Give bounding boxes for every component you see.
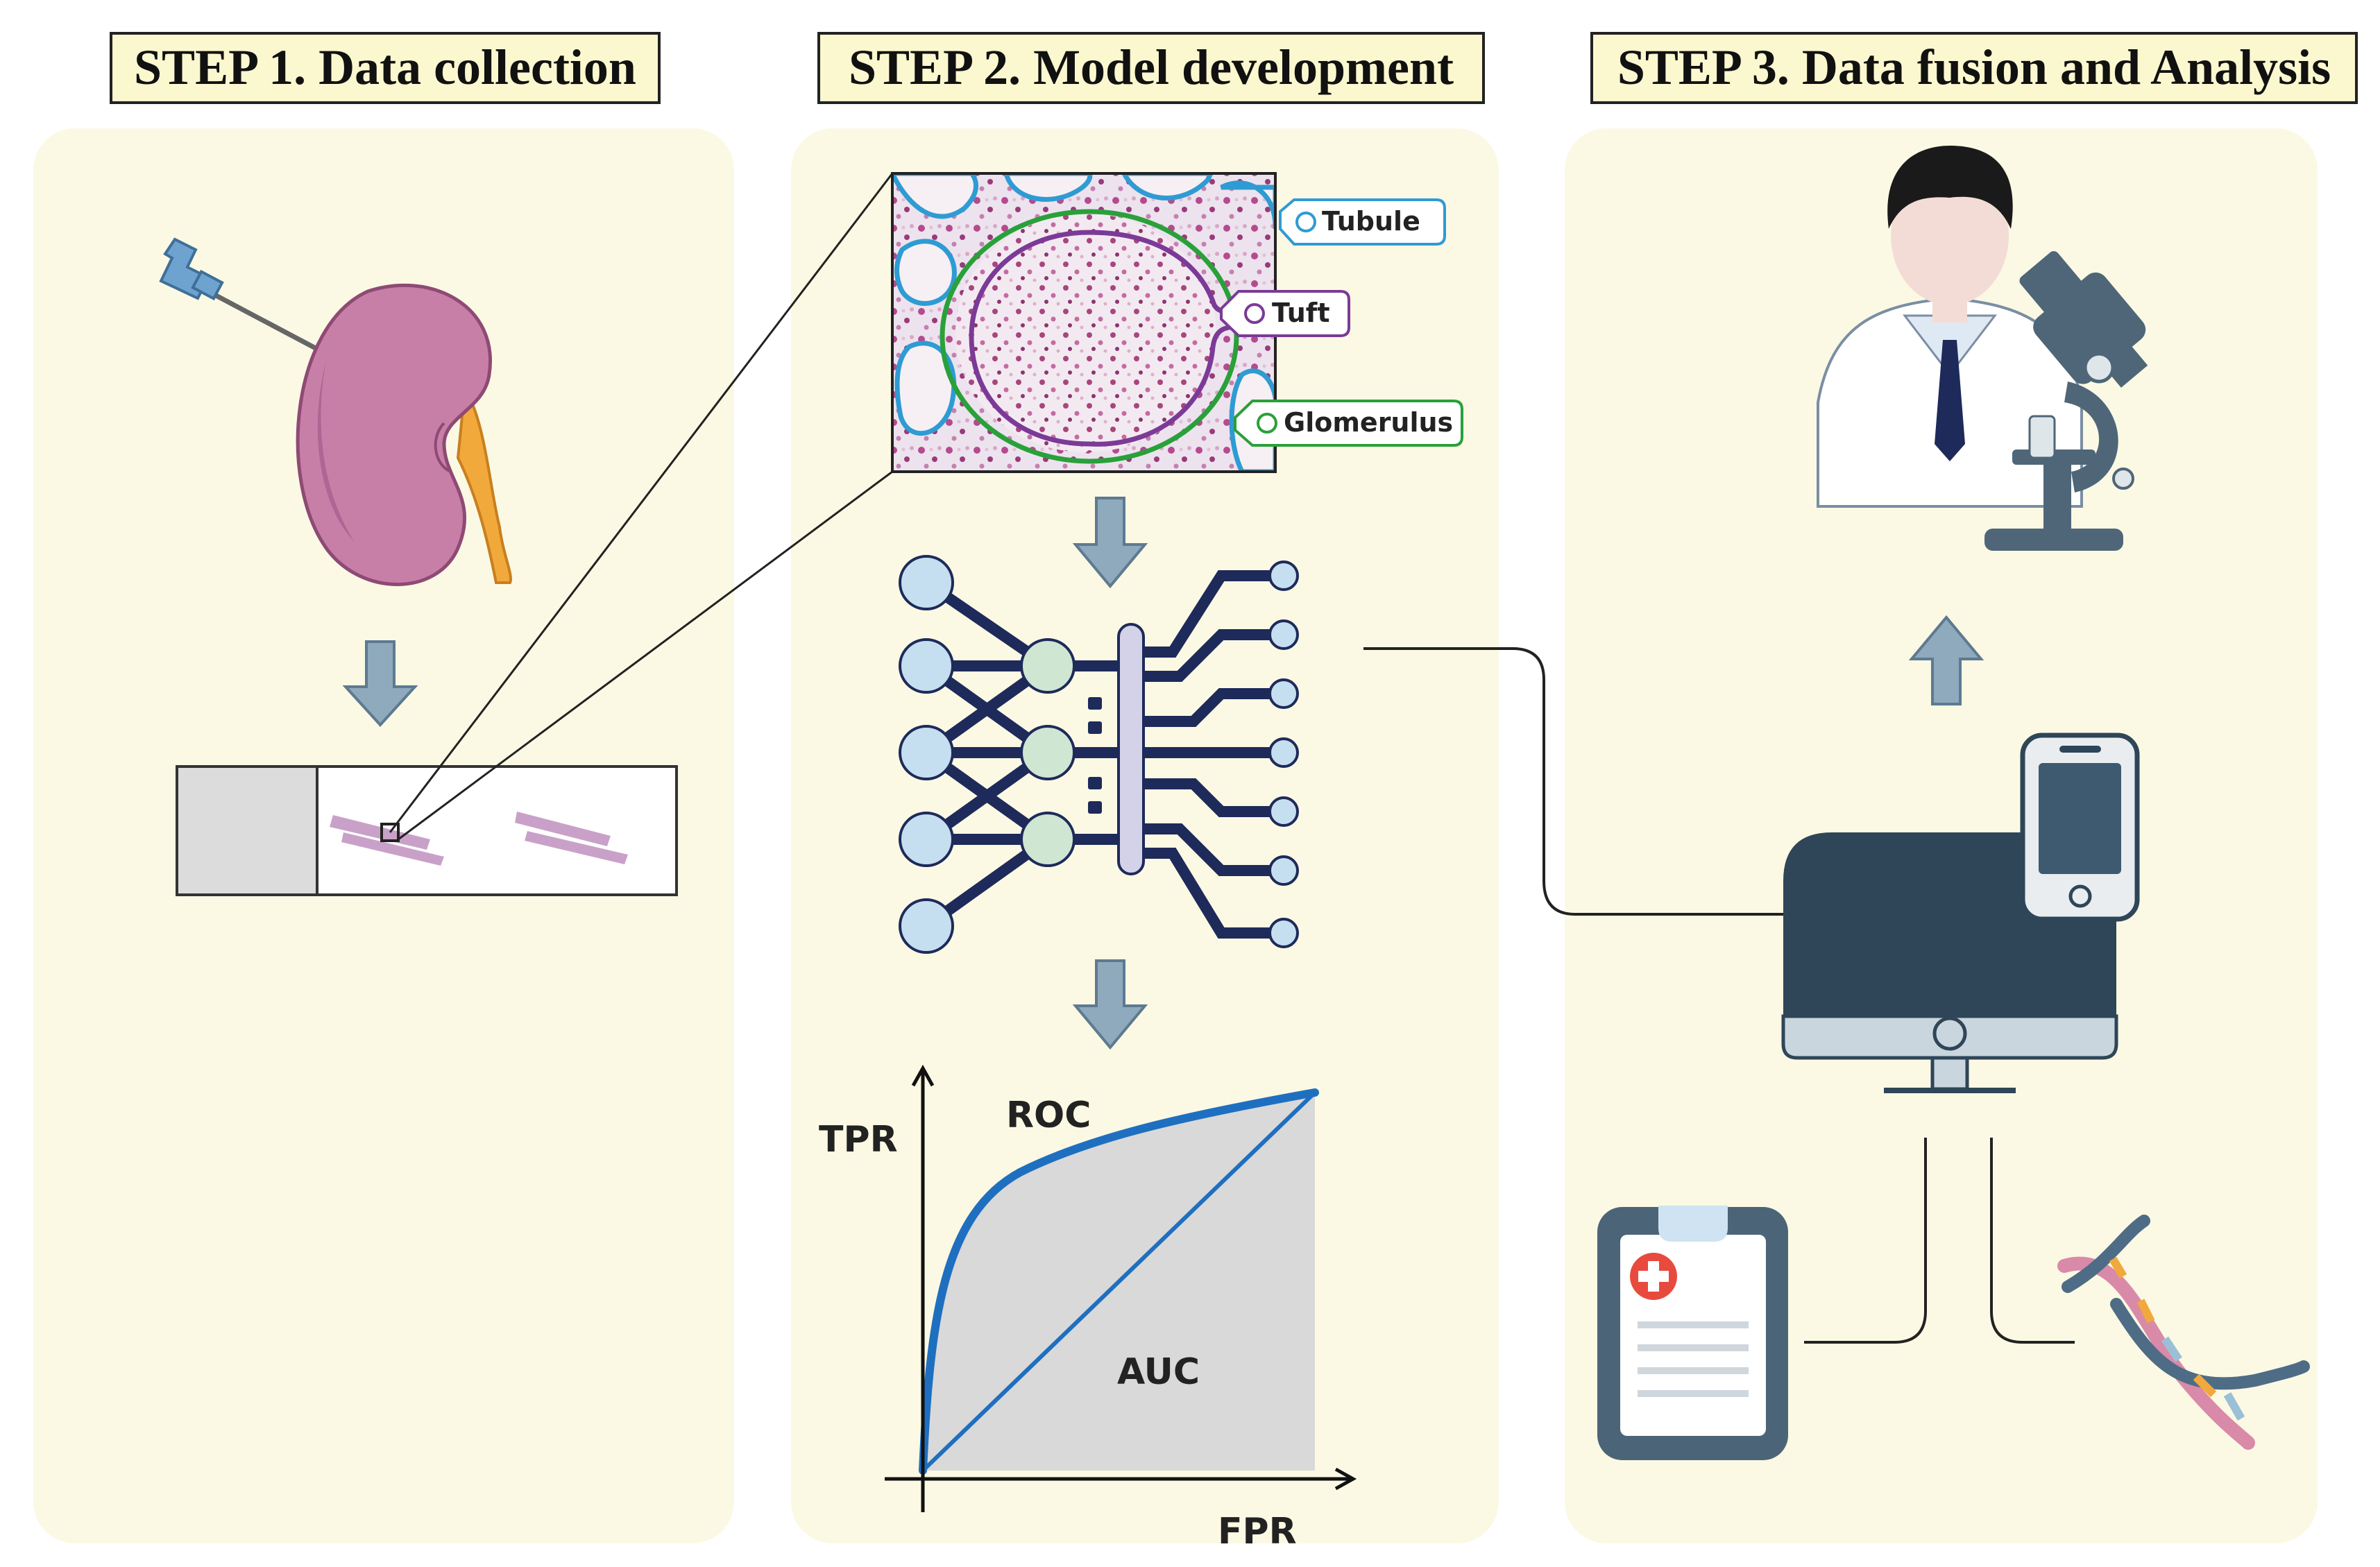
biopsy-needle-icon	[159, 237, 328, 357]
arrow-down-icon	[1072, 959, 1148, 1050]
tubule-label: Tubule	[1322, 206, 1420, 237]
connector-line	[1990, 1138, 2075, 1344]
tuft-callout: Tuft	[1220, 290, 1350, 337]
fpr-label: FPR	[1218, 1511, 1297, 1552]
arrow-down-icon	[1072, 497, 1148, 589]
roc-curve	[919, 1088, 1319, 1475]
connector-line	[1363, 647, 1790, 916]
step2-title: STEP 2. Model development	[817, 32, 1485, 104]
roc-chart: TPR ROC AUC FPR	[819, 1064, 1357, 1552]
step1-title: STEP 1. Data collection	[110, 32, 661, 104]
kidney-icon	[296, 284, 512, 586]
glass-slide-icon	[176, 765, 678, 896]
step3-title: STEP 3. Data fusion and Analysis	[1590, 32, 2358, 104]
tuft-label: Tuft	[1272, 298, 1330, 328]
zoom-lines	[389, 173, 894, 841]
dna-icon	[2057, 1215, 2310, 1450]
connector-line	[1804, 1138, 1927, 1344]
smartphone-icon	[2020, 733, 2140, 922]
glomerulus-label: Glomerulus	[1284, 407, 1453, 438]
glomerulus-callout: Glomerulus	[1234, 400, 1463, 447]
arrow-down-icon	[342, 640, 418, 727]
medical-record-icon	[1597, 1206, 1788, 1460]
roc-label: ROC	[1006, 1095, 1091, 1136]
roc-diagonal	[921, 1090, 1317, 1473]
network-nodes	[899, 555, 1299, 954]
tissue-image	[891, 172, 1277, 473]
arrow-up-icon	[1908, 615, 1984, 705]
auc-label: AUC	[1117, 1351, 1200, 1393]
tubule-callout: Tubule	[1279, 198, 1446, 246]
neural-network-icon	[921, 570, 1289, 939]
microscope-icon	[1984, 251, 2148, 551]
tpr-label: TPR	[819, 1119, 898, 1161]
